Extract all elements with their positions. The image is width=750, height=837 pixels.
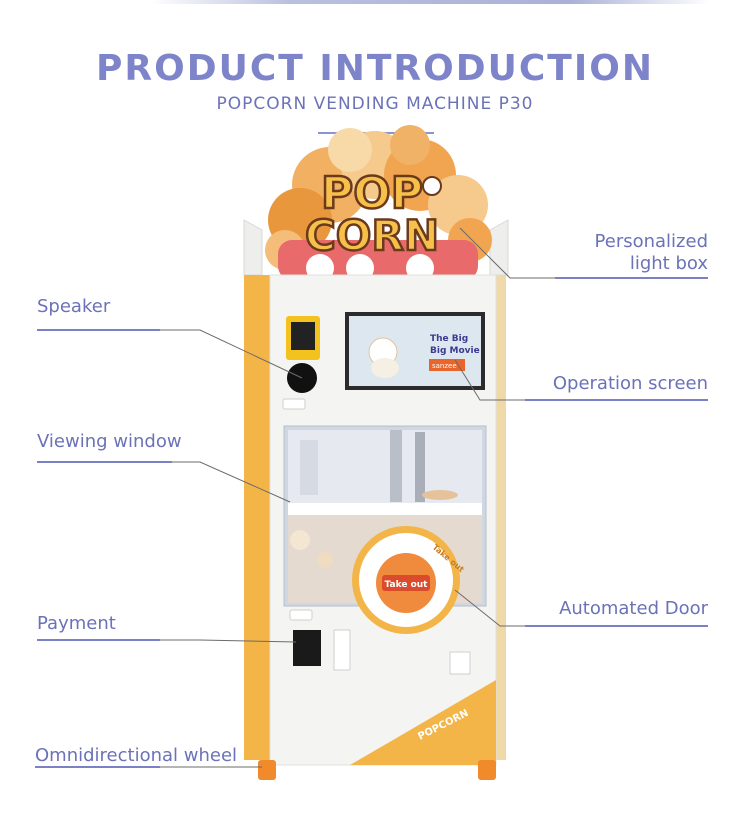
popcorn-light-box-sign: POP CORN [265, 125, 492, 282]
rule-viewing-window [37, 461, 172, 463]
coin-slot [333, 629, 351, 671]
page-title: PRODUCT INTRODUCTION [96, 48, 654, 89]
sign-text-line1: POP [321, 168, 423, 219]
bottom-yellow-panel [350, 680, 496, 765]
maintenance-panel [449, 651, 471, 675]
rule-light-box [555, 277, 708, 279]
label-operation-screen: Operation screen [552, 373, 708, 394]
label-omnidirectional-wheel: Omnidirectional wheel [35, 745, 238, 766]
screen-badge: sanzee [432, 362, 457, 370]
top-decorative-bar [150, 0, 710, 4]
rule-automated-door [525, 625, 708, 627]
door-cup-text: Take out [385, 580, 429, 590]
qr-scanner [289, 609, 313, 621]
machine-left-side-panel [244, 275, 274, 760]
sign-text-line2: CORN [305, 211, 439, 260]
bill-acceptor [293, 630, 321, 666]
label-light-box: light box [629, 253, 708, 274]
label-personalized: Personalized [594, 231, 708, 252]
wheel-left [258, 760, 276, 780]
label-speaker: Speaker [37, 296, 111, 317]
wheel-right [478, 760, 496, 780]
rule-wheel [35, 766, 160, 768]
label-automated-door: Automated Door [559, 598, 708, 619]
page-subtitle: POPCORN VENDING MACHINE P30 [216, 94, 534, 114]
light-box-left-fin [243, 219, 263, 276]
label-payment: Payment [37, 613, 116, 634]
callout-leader-lines [160, 227, 555, 768]
screen-text-line1: The Big [430, 334, 468, 344]
scanner-window [282, 398, 306, 410]
rule-operation-screen [525, 399, 708, 401]
screen-text-line2: Big Movie [430, 346, 480, 356]
label-viewing-window: Viewing window [37, 431, 182, 452]
rule-speaker [37, 329, 160, 331]
rule-payment [37, 639, 160, 641]
